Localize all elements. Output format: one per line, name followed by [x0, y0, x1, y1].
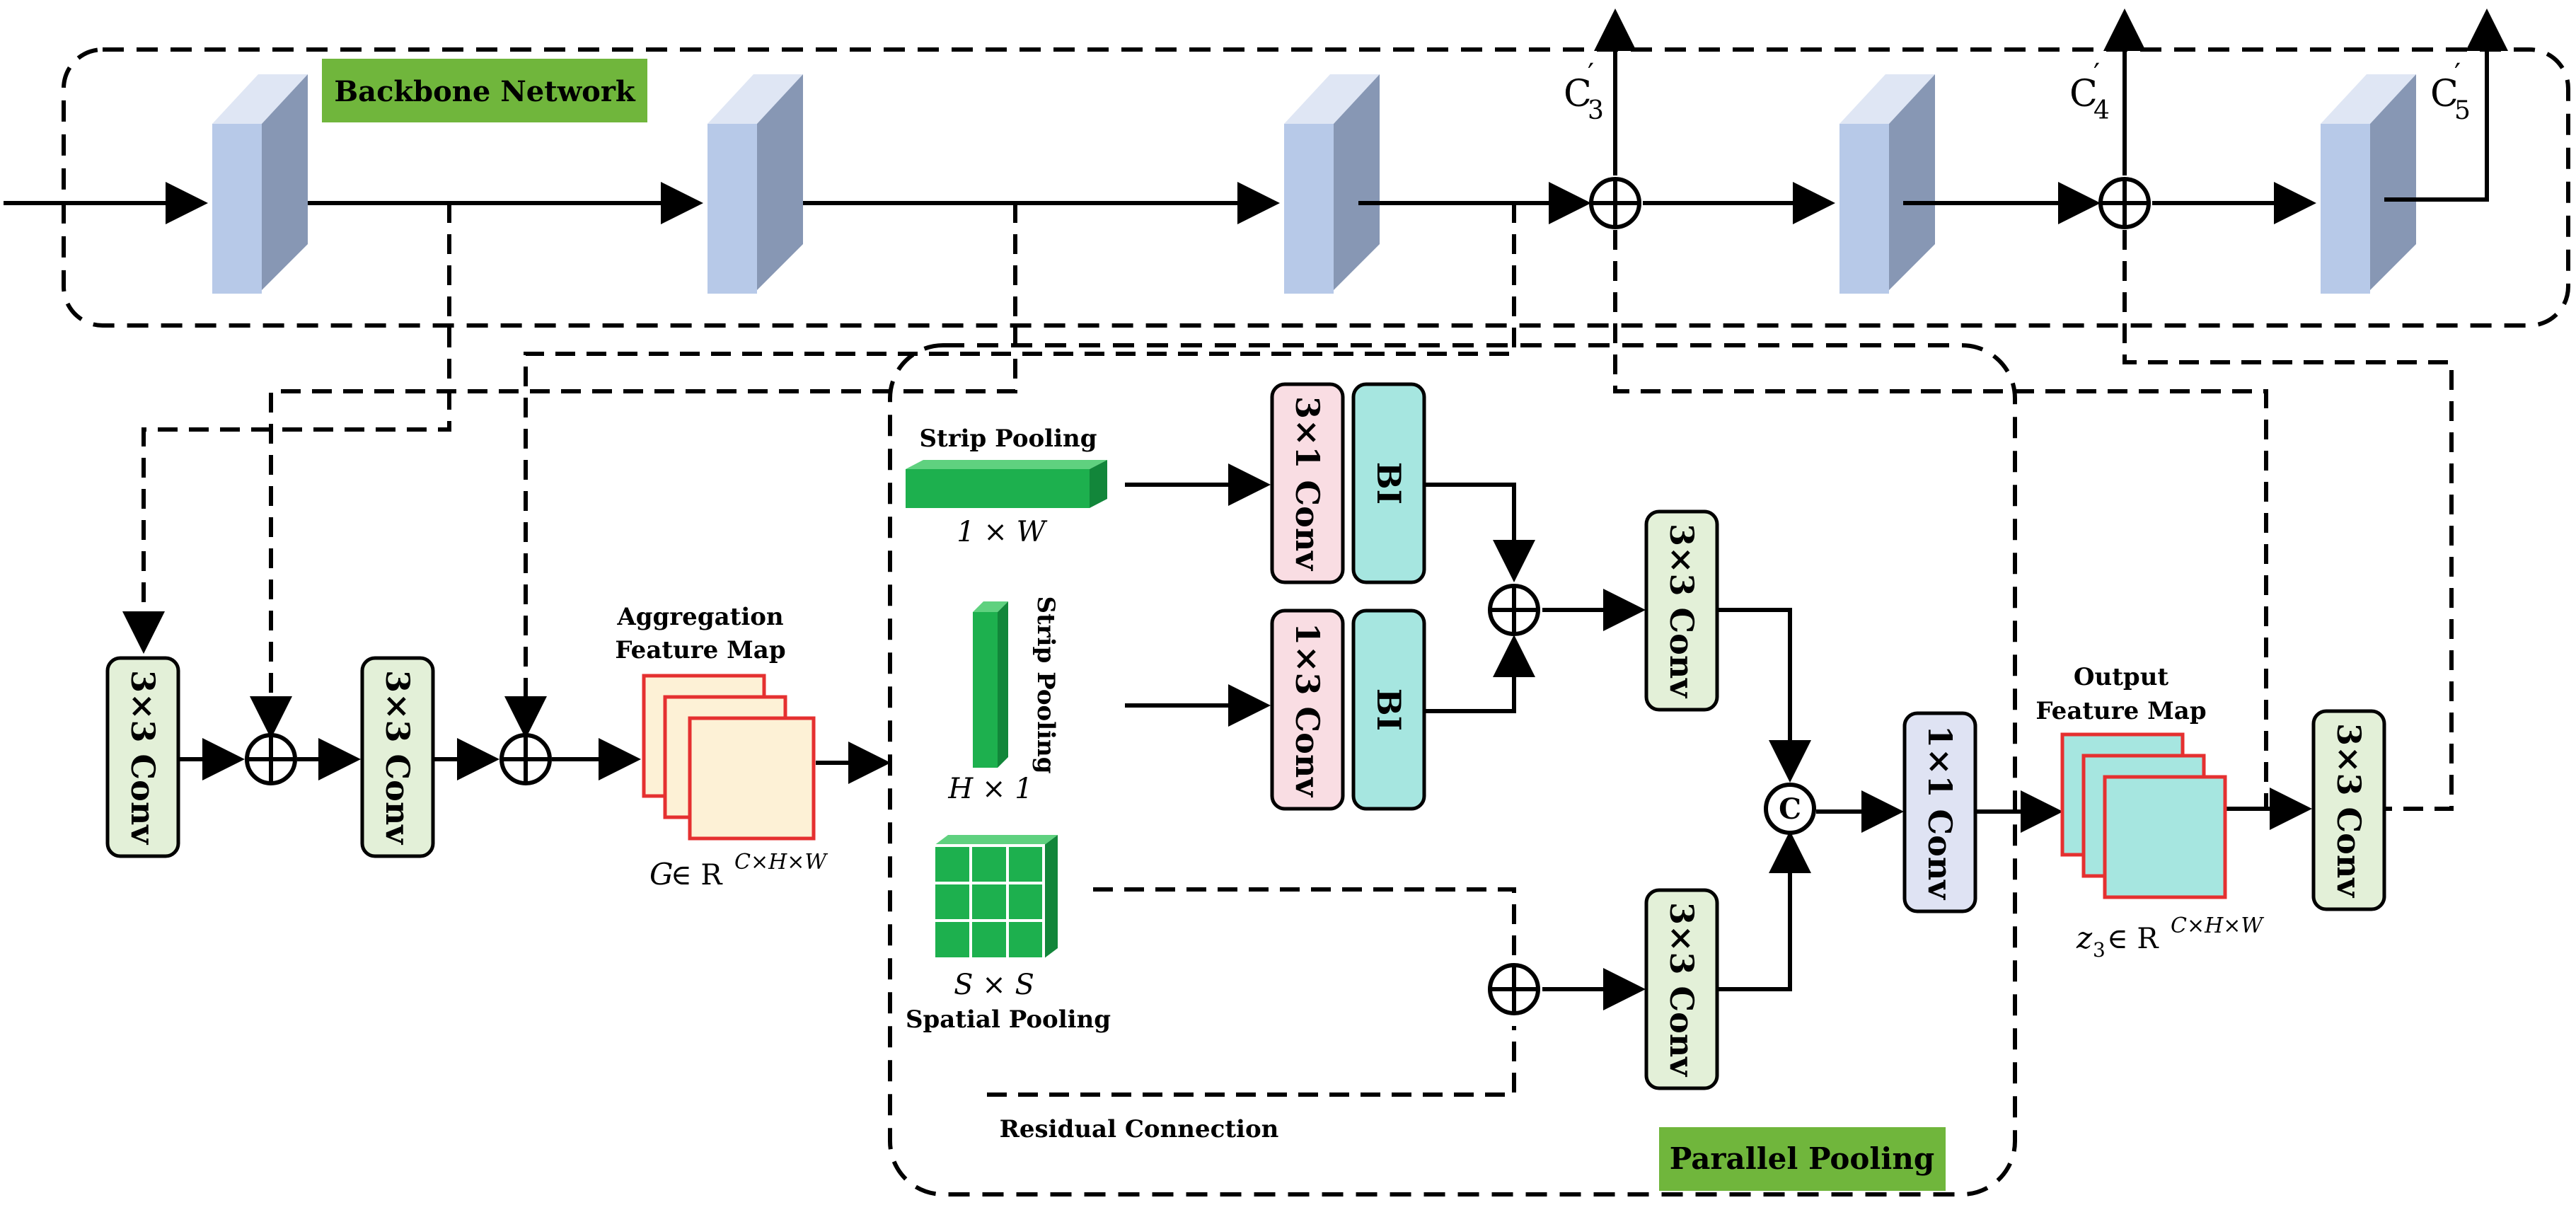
conv-3x3-output: 3×3 Conv [2311, 709, 2386, 911]
svg-text:3×3 Conv: 3×3 Conv [124, 670, 162, 845]
strip-pooling-horizontal [906, 460, 1107, 508]
svg-text:C: C [2430, 73, 2459, 115]
strip-pooling-side-label: Strip Pooling [1032, 596, 1060, 773]
strip-pooling-top-label: Strip Pooling [919, 425, 1097, 453]
svg-text:′: ′ [2093, 58, 2100, 91]
c5-prime-label: C ′ 5 [2430, 58, 2471, 125]
svg-text:G: G [649, 857, 674, 892]
concat-node: C [1764, 783, 1816, 835]
svg-text:′: ′ [2454, 58, 2461, 91]
conv-3x3-upper: 3×3 Conv [1644, 509, 1719, 712]
backbone-add-node-2 [2098, 177, 2151, 229]
svg-text:1×1 Conv: 1×1 Conv [1921, 725, 1959, 900]
aggregation-label-2: Feature Map [615, 636, 785, 664]
svg-text:C: C [2069, 73, 2098, 115]
bi-block-2: BI [1351, 609, 1426, 811]
branch-add-node-1 [1488, 584, 1540, 636]
backbone-flow [4, 8, 2508, 224]
svg-text:C×H×W: C×H×W [2171, 913, 2264, 938]
svg-text:BI: BI [1370, 462, 1408, 505]
spatial-pooling-grid [932, 835, 1058, 960]
svg-text:1×3 Conv: 1×3 Conv [1288, 623, 1327, 797]
conv-3x3-lower: 3×3 Conv [1644, 888, 1719, 1090]
conv-block-1: 3×3 Conv [105, 656, 180, 858]
backbone-stage-3 [1284, 74, 1380, 294]
svg-text:3×3 Conv: 3×3 Conv [379, 670, 417, 845]
svg-text:3×3 Conv: 3×3 Conv [1663, 524, 1701, 698]
backbone-region [62, 47, 2570, 328]
svg-text:∈ R: ∈ R [671, 859, 723, 892]
svg-text:C: C [1564, 73, 1592, 115]
svg-text:3×3 Conv: 3×3 Conv [1663, 902, 1701, 1077]
svg-text:∈ R: ∈ R [2107, 923, 2159, 955]
svg-text:5: 5 [2454, 96, 2471, 125]
dim-Hx1: H × 1 [947, 773, 1032, 805]
lower-flow [178, 738, 891, 784]
output-feature-map [2060, 732, 2227, 899]
add-node-2 [499, 733, 552, 785]
add-node-1 [245, 733, 297, 785]
backbone-label: Backbone Network [334, 75, 636, 108]
backbone-stage-1 [212, 74, 308, 294]
svg-text:′: ′ [1588, 58, 1594, 91]
backbone-tag [322, 59, 647, 122]
parallel-pooling-label: Parallel Pooling [1670, 1141, 1935, 1176]
strip-pooling-vertical [973, 601, 1008, 768]
output-label-2: Feature Map [2035, 697, 2206, 725]
dim-1xW: 1 × W [957, 516, 1047, 548]
conv-3x1-block: 3×1 Conv [1270, 382, 1345, 584]
branch-add-node-2 [1488, 963, 1540, 1015]
svg-text:BI: BI [1370, 688, 1408, 731]
svg-text:3: 3 [1588, 96, 1604, 125]
aggregation-feature-map [642, 674, 816, 841]
branch-flow [1125, 463, 2312, 1010]
backbone-add-node-1 [1589, 177, 1641, 229]
parallel-pooling-tag [1659, 1127, 1946, 1191]
svg-text:C×H×W: C×H×W [734, 850, 828, 875]
output-label-1: Output [2074, 663, 2169, 691]
conv-1x3-block: 1×3 Conv [1270, 609, 1345, 811]
svg-text:3×1 Conv: 3×1 Conv [1288, 396, 1327, 571]
conv-1x1-block: 1×1 Conv [1902, 711, 1977, 913]
svg-text:C: C [1779, 792, 1801, 826]
backbone-stage-4 [1839, 74, 1935, 294]
conv-block-2: 3×3 Conv [360, 656, 435, 858]
svg-text:3×3 Conv: 3×3 Conv [2330, 723, 2368, 898]
svg-text:z: z [2076, 921, 2093, 955]
residual-connection-label: Residual Connection [1000, 1115, 1279, 1143]
dim-SxS: S × S [954, 969, 1034, 1001]
bi-block-1: BI [1351, 382, 1426, 584]
spatial-pooling-label: Spatial Pooling [906, 1005, 1111, 1034]
backbone-stage-2 [707, 74, 803, 294]
c4-prime-label: C ′ 4 [2069, 58, 2110, 125]
svg-text:4: 4 [2093, 96, 2110, 125]
dashed-connectors [122, 203, 2454, 1097]
output-shape-label: z 3 ∈ R C×H×W [2076, 913, 2264, 962]
svg-text:3: 3 [2093, 938, 2106, 962]
backbone-stage-5 [2321, 74, 2416, 294]
c3-prime-label: C ′ 3 [1564, 58, 1604, 125]
aggregation-shape-label: G ∈ R C×H×W [649, 850, 828, 892]
aggregation-label-1: Aggregation [616, 603, 783, 631]
